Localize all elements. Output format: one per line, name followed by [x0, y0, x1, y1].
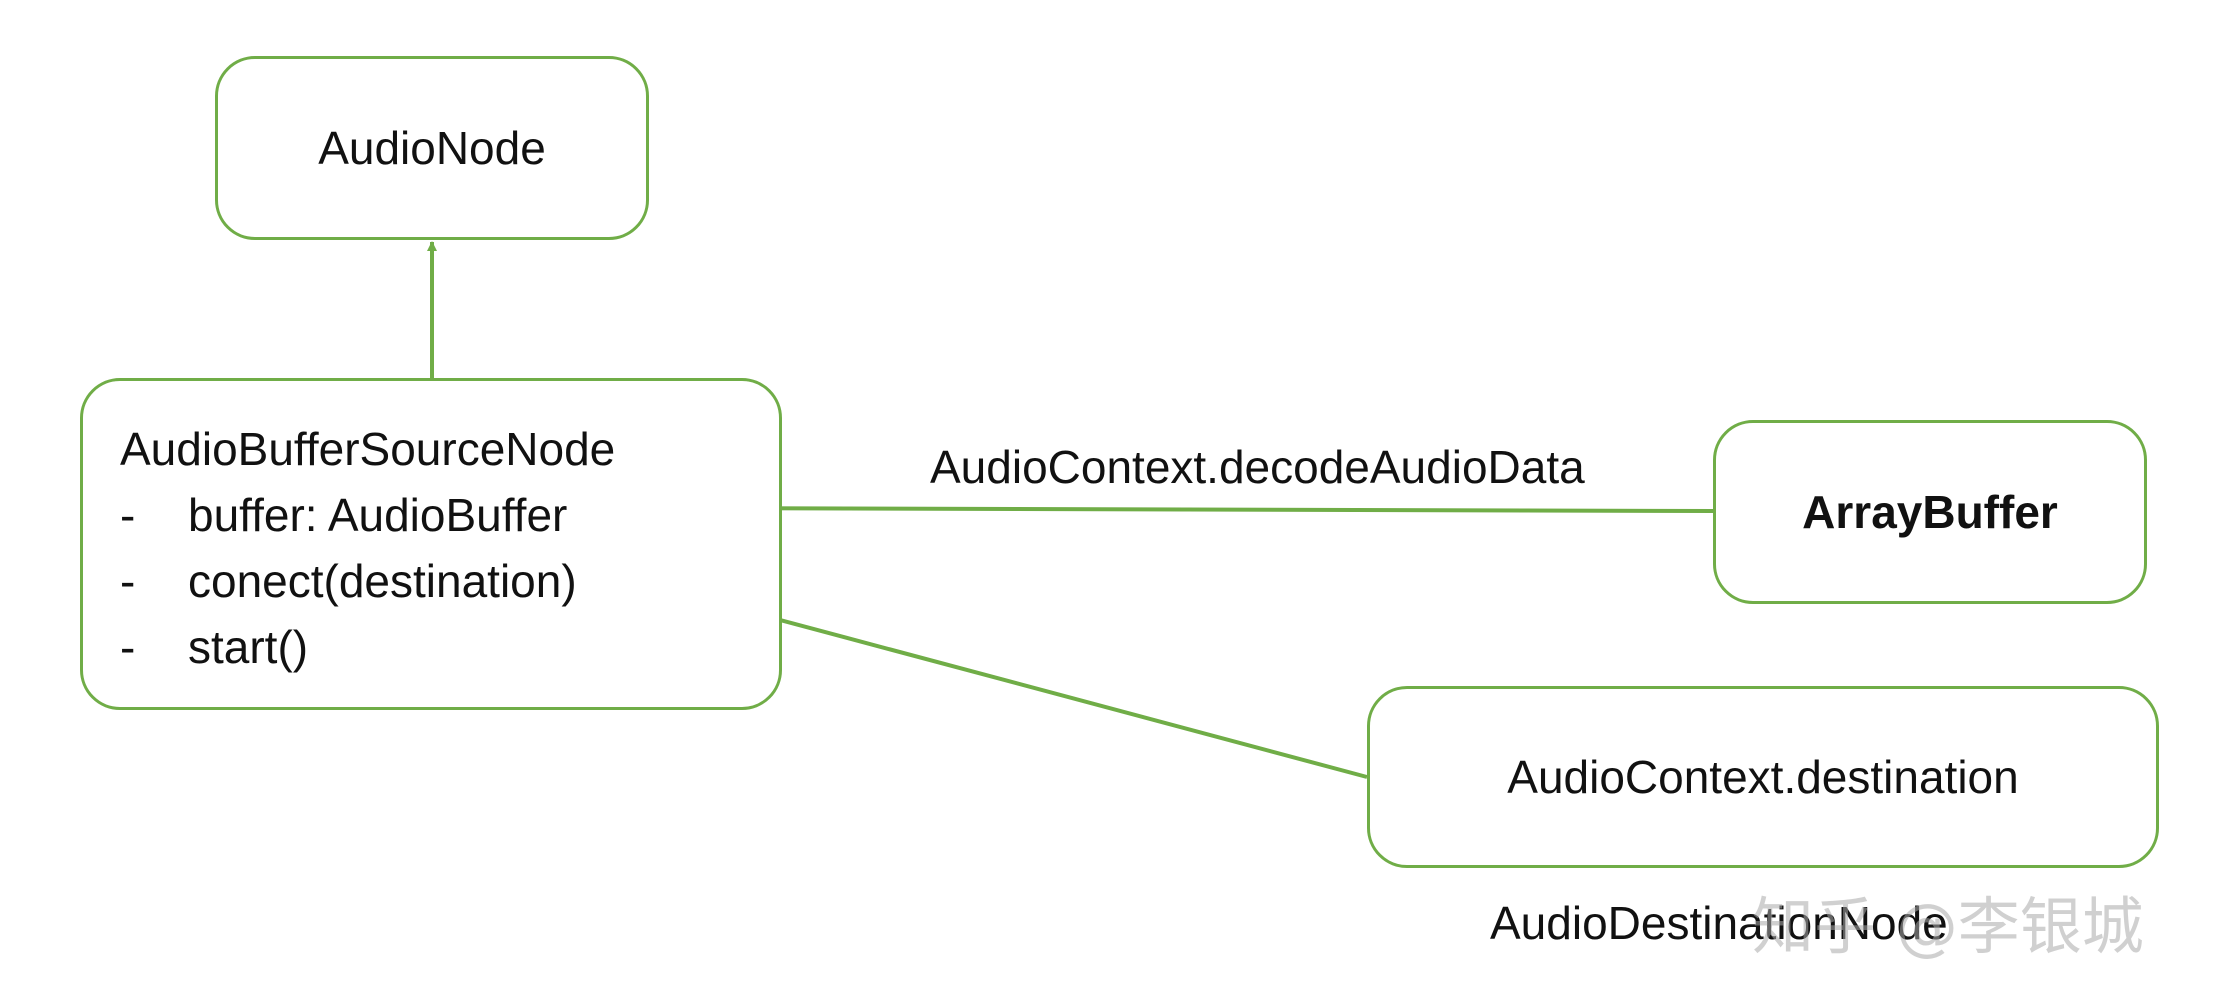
member-bullet: -: [120, 555, 136, 607]
audio-context-destination-label: AudioContext.destination: [1507, 751, 2019, 803]
audio-buffer-source-node-box: [80, 378, 782, 710]
member-text: conect(destination): [188, 555, 577, 607]
watermark: 知乎 @李银城: [1752, 890, 2144, 963]
decode-arrow: [667, 503, 1714, 514]
node-title-text: AudioBufferSourceNode: [120, 423, 616, 475]
member-bullet: -: [120, 489, 136, 541]
member-text: start(): [188, 621, 309, 673]
audio-context-destination-box: AudioContext.destination: [1367, 686, 2159, 868]
decode-audio-data-label: AudioContext.decodeAudioData: [930, 441, 1585, 493]
array-buffer-label: ArrayBuffer: [1802, 486, 2058, 538]
audio-node-box: AudioNode: [215, 56, 649, 240]
audio-node-label: AudioNode: [318, 122, 546, 174]
member-bullet: -: [120, 621, 136, 673]
array-buffer-box: ArrayBuffer: [1713, 420, 2147, 604]
audio-destination-node-caption: AudioDestinationNode: [1490, 897, 1948, 949]
destination-arrow: [667, 587, 1368, 779]
member-text: buffer: AudioBuffer: [188, 489, 568, 541]
